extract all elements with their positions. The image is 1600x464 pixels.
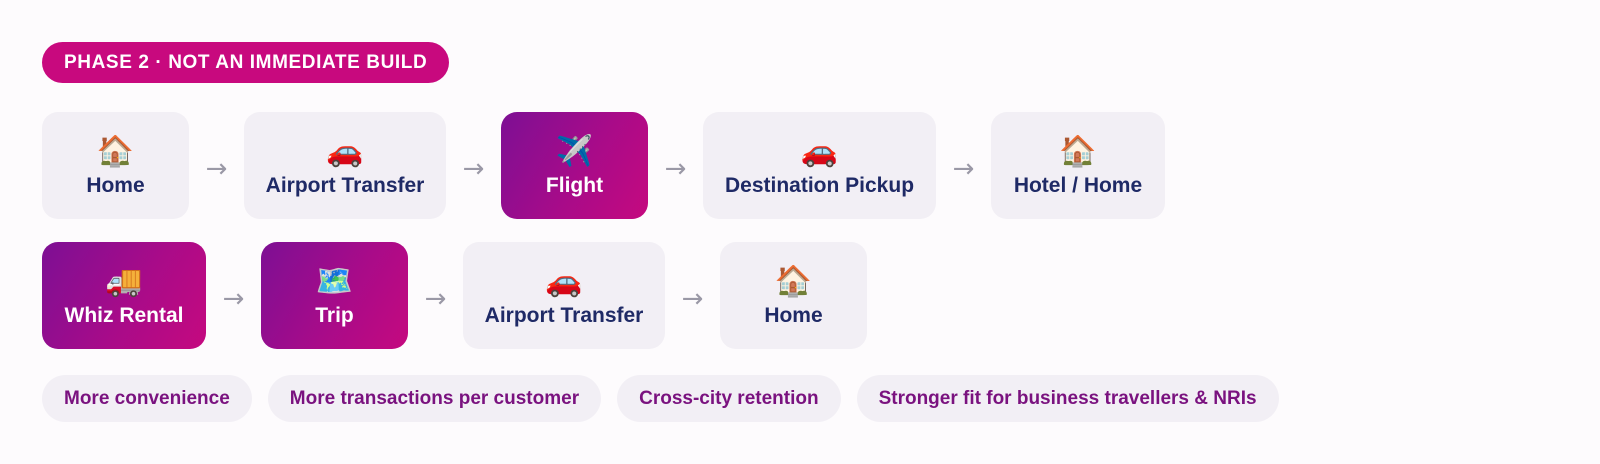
arrow-right-icon: → [205,153,228,184]
step-airport-transfer: 🚗 Airport Transfer [463,242,665,349]
step-label: Destination Pickup [724,173,915,197]
step-label: Hotel / Home [1013,173,1143,197]
arrow-right-icon: → [424,283,447,314]
journey-row-outbound: 🏠 Home → 🚗 Airport Transfer → ✈️ Flight … [42,112,1600,219]
phase-badge: PHASE 2 · NOT AN IMMEDIATE BUILD [42,42,450,83]
benefit-pill: More transactions per customer [267,375,602,422]
step-label: Trip [315,303,354,327]
house-icon: 🏠 [96,133,135,169]
house-icon: 🏠 [1059,133,1097,169]
car-icon: 🚗 [326,133,364,169]
map-icon: 🗺️ [315,263,354,299]
step-trip: 🗺️ Trip [261,242,408,349]
step-label: Airport Transfer [265,173,425,197]
arrow-right-icon: → [664,153,687,184]
benefit-pill: More convenience [42,375,252,422]
car-icon: 🚗 [545,263,583,299]
benefits-list: More convenience More transactions per c… [42,375,1600,422]
step-home: 🏠 Home [42,112,189,219]
step-destination-pickup: 🚗 Destination Pickup [703,112,936,219]
benefit-pill: Cross-city retention [617,375,841,422]
step-home: 🏠 Home [720,242,867,349]
step-label: Flight [545,173,604,197]
arrow-right-icon: → [462,153,485,184]
airplane-icon: ✈️ [555,133,594,169]
arrow-right-icon: → [681,283,704,314]
arrow-right-icon: → [952,153,975,184]
car-icon: 🚗 [800,133,839,169]
step-label: Whiz Rental [64,303,184,327]
journey-row-return: 🚚 Whiz Rental → 🗺️ Trip → 🚗 Airport Tran… [42,242,1600,349]
step-flight: ✈️ Flight [501,112,648,219]
arrow-right-icon: → [222,283,245,314]
step-hotel-home: 🏠 Hotel / Home [991,112,1165,219]
step-label: Home [764,303,823,327]
house-icon: 🏠 [774,263,813,299]
truck-icon: 🚚 [105,263,143,299]
step-label: Home [86,173,145,197]
step-airport-transfer: 🚗 Airport Transfer [244,112,446,219]
step-whiz-rental: 🚚 Whiz Rental [42,242,206,349]
benefit-pill: Stronger fit for business travellers & N… [856,375,1279,422]
step-label: Airport Transfer [484,303,644,327]
